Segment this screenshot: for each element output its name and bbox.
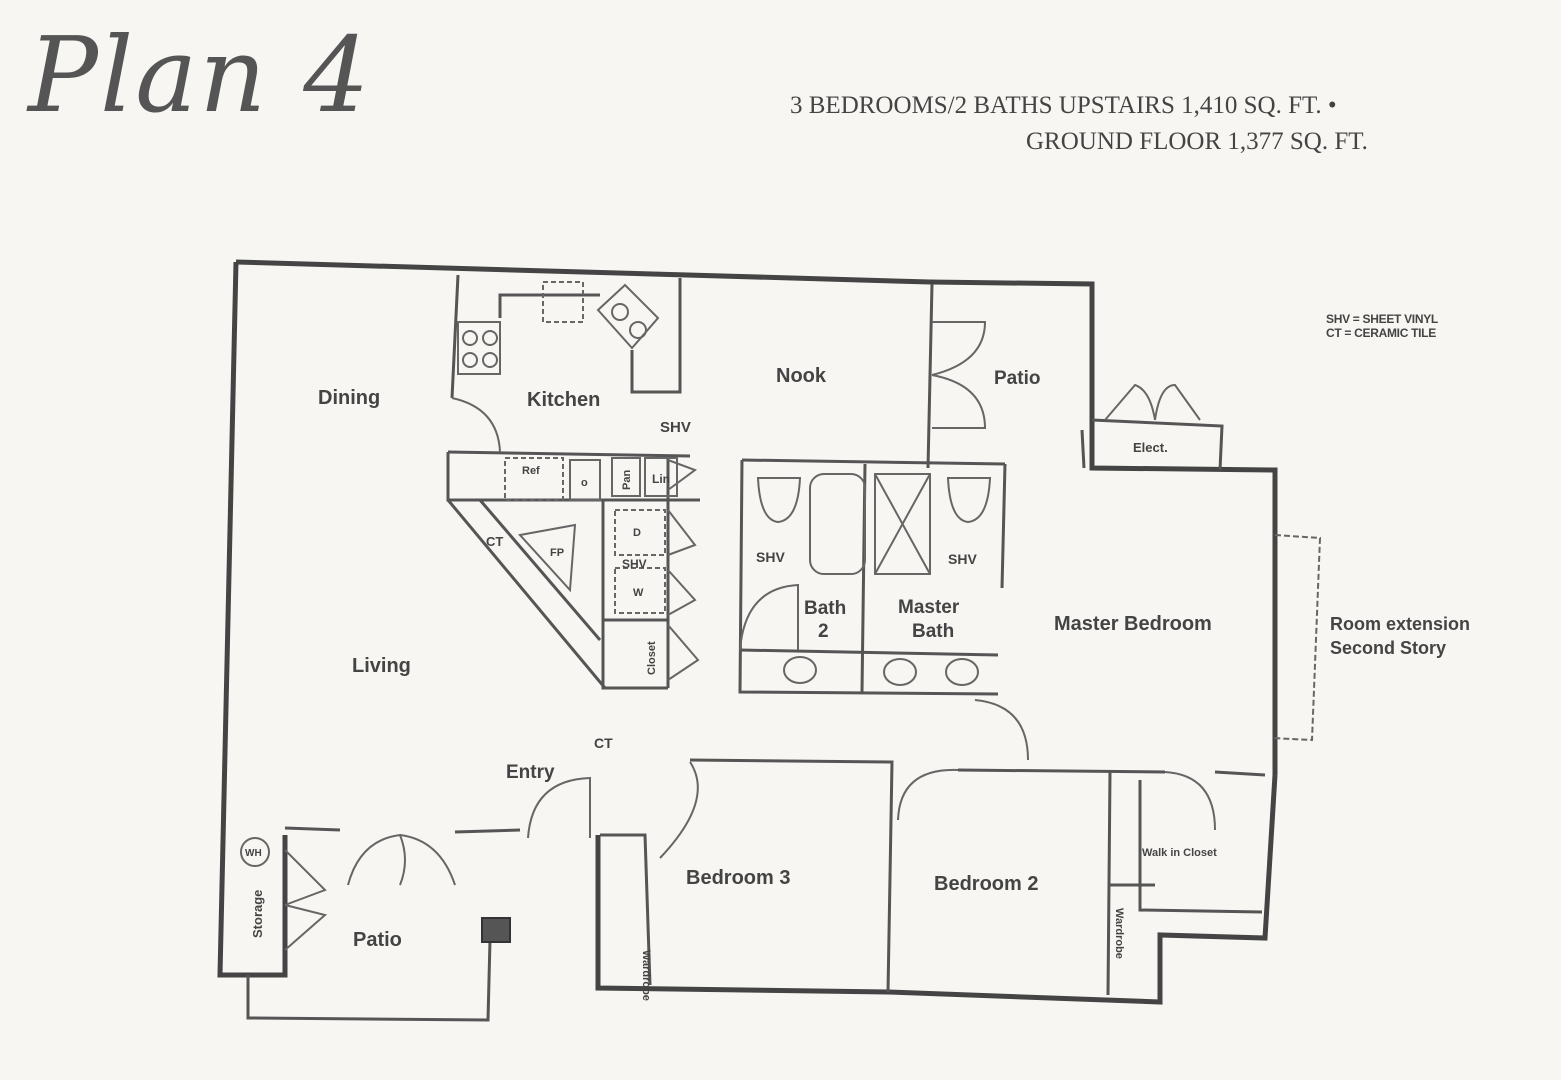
elect-door-2 [1154, 383, 1201, 421]
sink-master-2 [945, 658, 979, 686]
doors-and-fixtures [240, 281, 1322, 951]
plan-title: Plan 4 [28, 14, 372, 136]
closet-door [1164, 771, 1216, 831]
storage-door-1 [284, 849, 327, 906]
label-shv-kitchen: SHV [660, 419, 691, 436]
legend-shv: SHV = SHEET VINYL [1326, 312, 1438, 326]
label-nook: Nook [776, 365, 827, 387]
patio-door-2 [931, 374, 987, 429]
master-door [974, 699, 1029, 761]
dryer [614, 509, 666, 556]
patio-door-a [347, 833, 406, 886]
range [457, 321, 501, 375]
washer [614, 567, 666, 614]
label-ref: Ref [522, 465, 540, 477]
label-entry: Entry [506, 762, 555, 783]
refrigerator [504, 457, 564, 501]
specs-line-2: GROUND FLOOR 1,377 SQ. FT. [1026, 128, 1368, 155]
label-pan: Pan [621, 470, 633, 490]
sink [596, 283, 660, 350]
toilet-master [946, 477, 992, 524]
specs-line-1: 3 BEDROOMS/2 BATHS UPSTAIRS 1,410 SQ. FT… [790, 92, 1337, 119]
label-living: Living [352, 655, 411, 677]
patio-door-b [399, 834, 456, 886]
label-storage: Storage [250, 890, 265, 938]
label-room-extension-1: Room extension [1330, 614, 1470, 634]
label-bedroom2: Bedroom 2 [934, 873, 1038, 895]
label-dining: Dining [318, 387, 380, 409]
label-patio-top: Patio [994, 368, 1040, 389]
label-shv-laundry: SHV [622, 557, 647, 571]
label-bedroom3: Bedroom 3 [686, 867, 790, 889]
label-fp: FP [550, 547, 564, 559]
label-master-bedroom: Master Bedroom [1054, 613, 1212, 635]
room-extension [1271, 534, 1322, 742]
label-dryer: D [633, 527, 641, 539]
bed3-door [659, 761, 699, 859]
closet-door-small [667, 624, 700, 681]
fireplace [518, 523, 577, 593]
sink-bath2 [783, 656, 817, 684]
wall-west [217, 261, 288, 978]
bed2-door [897, 768, 959, 821]
sink-master-1 [883, 658, 917, 686]
patio-post [481, 917, 511, 943]
label-bath2-1: Bath [804, 598, 846, 619]
linen [644, 457, 678, 497]
interior-walls [246, 274, 1266, 1022]
storage-door-2 [284, 904, 328, 951]
water-heater [240, 837, 270, 867]
label-elect: Elect. [1133, 440, 1168, 455]
material-legend: SHV = SHEET VINYL CT = CERAMIC TILE [1326, 312, 1438, 340]
label-bath2-2: 2 [818, 621, 829, 642]
toilet-bath2 [756, 477, 802, 524]
laundry-door-2 [667, 569, 697, 616]
label-shv-master: SHV [948, 551, 977, 567]
oven [569, 459, 601, 501]
tub [809, 473, 866, 575]
wall-north-east [235, 259, 1278, 775]
label-wh: WH [245, 848, 262, 859]
label-o: o [581, 477, 588, 489]
label-shv-bath2: SHV [756, 549, 785, 565]
label-wardrobe-b2: Wardrobe [1113, 908, 1125, 959]
label-wardrobe-b3: Wardrobe [640, 950, 652, 1001]
patio-door-1 [931, 321, 987, 376]
kitchen-door [451, 397, 501, 453]
pantry [611, 457, 641, 497]
label-lin: Lin [652, 472, 670, 486]
lin-door [667, 459, 698, 491]
wall-south-east [595, 774, 1278, 1005]
label-walk-in-closet: Walk in Closet [1142, 847, 1217, 859]
plan-specs: 3 BEDROOMS/2 BATHS UPSTAIRS 1,410 SQ. FT… [790, 88, 1368, 160]
label-room-extension-2: Second Story [1330, 638, 1446, 658]
label-closet: Closet [646, 641, 658, 675]
dishwasher [542, 281, 584, 323]
shower [874, 473, 931, 575]
label-master-bath-1: Master [898, 597, 960, 618]
legend-ct: CT = CERAMIC TILE [1326, 326, 1436, 340]
label-master-bath-2: Bath [912, 621, 954, 642]
laundry-door-1 [667, 509, 697, 556]
label-kitchen: Kitchen [527, 389, 600, 411]
elect-door-1 [1104, 383, 1156, 421]
bath2-door [739, 583, 799, 651]
entry-door [527, 776, 591, 839]
label-ct-entry: CT [594, 735, 613, 751]
label-ct-fp: CT [486, 534, 503, 549]
label-patio-bottom: Patio [353, 929, 402, 951]
label-washer: W [633, 587, 644, 599]
